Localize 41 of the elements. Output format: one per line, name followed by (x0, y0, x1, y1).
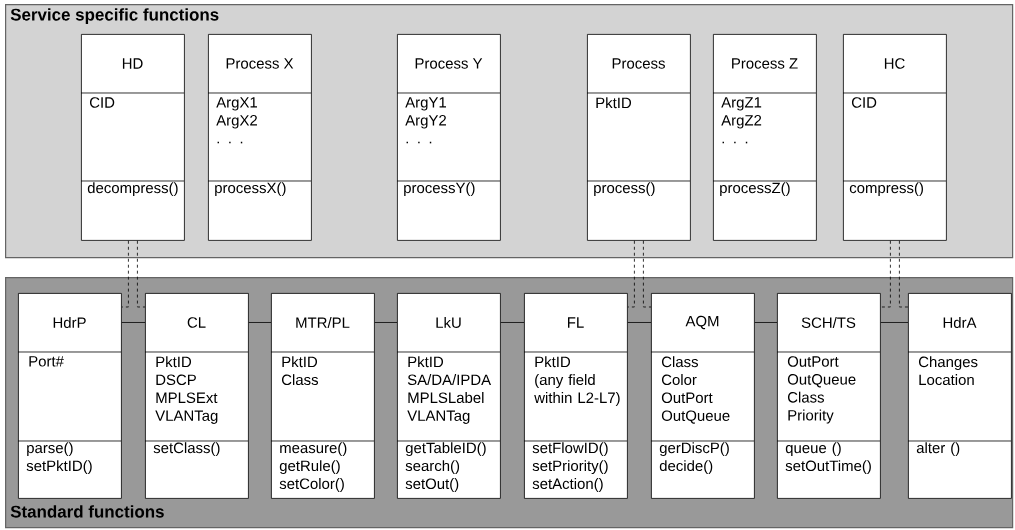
attribute-list: PktID SA/DA/IPDA MPLSLabel VLANTag (407, 356, 492, 424)
method-list: processZ() (720, 182, 790, 197)
connector-line (754, 322, 778, 323)
attribute-list: PktID DSCP MPLSExt VLANTag (155, 356, 218, 424)
connector-line (121, 322, 146, 323)
method-list: processY() (404, 182, 475, 197)
attribute-list: ArgY1 ArgY2 . . . (405, 97, 446, 144)
attribute-list: Port# (29, 356, 64, 367)
connector-line (374, 322, 398, 323)
attribute-list: ArgX1 ArgX2 . . . (216, 97, 257, 144)
attribute-list: ArgZ1 ArgZ2 . . . (721, 97, 762, 144)
attribute-list: CID (89, 97, 115, 108)
connector-line (121, 240, 129, 308)
method-list: parse() setPktID() (26, 442, 92, 475)
attribute-list: PktID (any field within L2-L7) (534, 356, 620, 406)
attribute-list: Changes Location (918, 356, 978, 386)
attribute-list: PktID Class (281, 356, 318, 386)
connector-line (627, 240, 635, 308)
attribute-list: OutPort OutQueue Class Priority (787, 356, 856, 424)
connector-line (643, 240, 652, 308)
method-list: setFlowID() setPriority() setAction() (532, 442, 608, 492)
connector-line (627, 322, 652, 323)
connector-line (880, 240, 891, 308)
connector-line (500, 322, 525, 323)
connector-line (248, 322, 272, 323)
method-list: gerDiscP() decide() (659, 442, 729, 475)
method-list: alter () (916, 442, 960, 457)
connector-line (880, 322, 909, 323)
method-list: measure() getRule() setColor() (279, 442, 347, 492)
connector-line (899, 240, 909, 308)
attribute-list: CID (851, 97, 877, 108)
attribute-list: Class Color OutPort OutQueue (661, 356, 730, 424)
attribute-list: PktID (596, 97, 632, 109)
method-list: queue () setOutTime() (785, 442, 871, 475)
method-list: getTableID() search() setOut() (405, 442, 486, 492)
connector-line (137, 240, 146, 308)
method-list: compress() (849, 182, 923, 197)
method-list: processX() (215, 182, 286, 197)
method-list: setClass() (153, 442, 220, 457)
method-list: decompress() (87, 182, 178, 197)
method-list: process() (594, 182, 655, 197)
